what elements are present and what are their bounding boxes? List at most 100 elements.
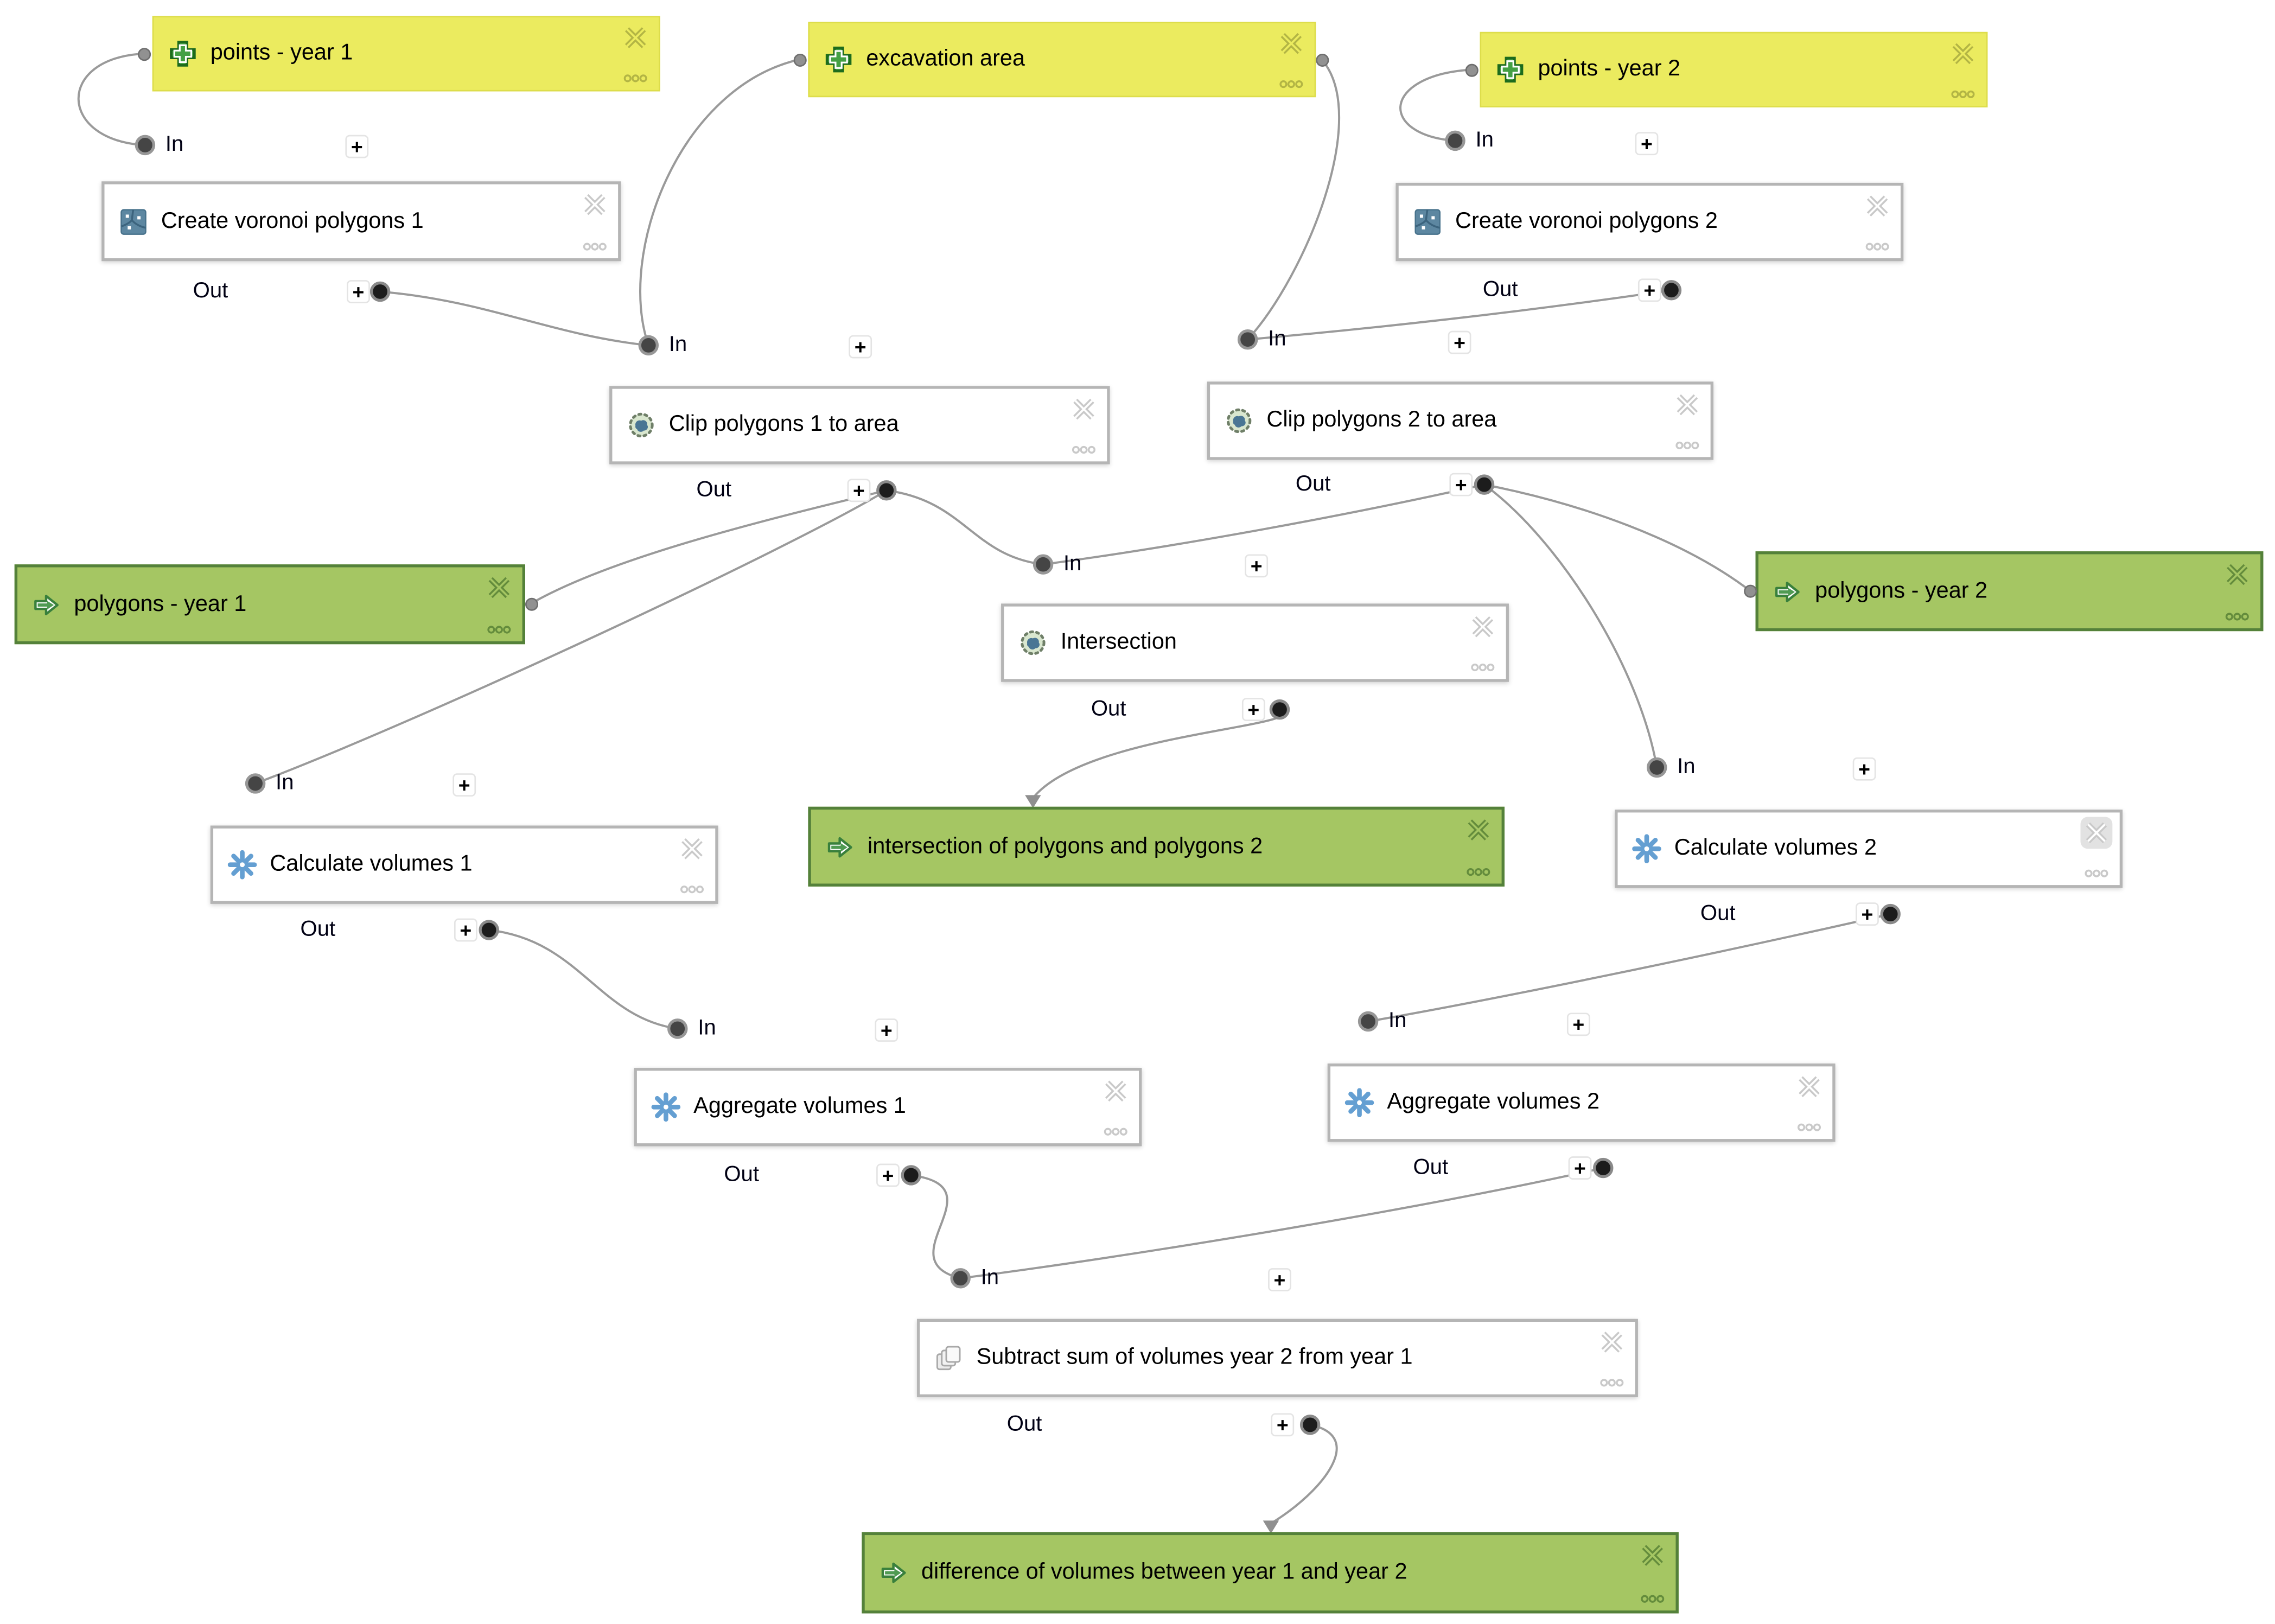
out-port-label: Out — [193, 278, 228, 303]
expand-plus-button[interactable]: + — [1271, 1413, 1295, 1437]
delete-node-icon[interactable] — [1796, 1074, 1822, 1100]
out-port-label: Out — [300, 916, 336, 942]
in-port-dot[interactable] — [1237, 329, 1258, 350]
out-port-dot[interactable] — [876, 480, 897, 501]
expand-plus-button[interactable]: + — [876, 1163, 900, 1187]
delete-node-icon[interactable] — [622, 24, 648, 50]
link-dots-icon — [622, 73, 648, 84]
out-port-label: Out — [696, 477, 732, 502]
in-port-label: In — [276, 770, 294, 795]
node-clip-polygons-2-to-area[interactable]: Clip polygons 2 to area — [1207, 381, 1713, 460]
node-edge-port[interactable] — [1743, 584, 1756, 597]
out-port-dot[interactable] — [369, 281, 391, 302]
expand-plus-button[interactable]: + — [453, 773, 476, 797]
node-edge-port[interactable] — [1464, 63, 1478, 77]
in-port-dot[interactable] — [667, 1018, 688, 1039]
expand-plus-button[interactable]: + — [1568, 1156, 1592, 1180]
out-port-dot[interactable] — [1661, 280, 1682, 301]
out-port-dot[interactable] — [1474, 474, 1495, 495]
expand-plus-button[interactable]: + — [454, 918, 477, 942]
delete-node-icon[interactable] — [1864, 193, 1890, 219]
in-port-label: In — [1268, 326, 1286, 352]
delete-node-icon[interactable] — [679, 836, 705, 862]
out-port-dot[interactable] — [1593, 1157, 1614, 1179]
in-port-dot[interactable] — [950, 1268, 971, 1289]
node-calculate-volumes-1[interactable]: Calculate volumes 1 — [210, 825, 718, 904]
node-aggregate-volumes-1[interactable]: Aggregate volumes 1 — [634, 1068, 1142, 1147]
delete-node-icon[interactable] — [1599, 1329, 1625, 1355]
delete-node-icon[interactable] — [582, 192, 608, 218]
node-excavation-area[interactable]: excavation area — [808, 22, 1316, 98]
delete-node-icon[interactable] — [1674, 392, 1700, 418]
node-difference-of-volumes[interactable]: difference of volumes between year 1 and… — [862, 1532, 1679, 1614]
node-points-year-2[interactable]: points - year 2 — [1480, 31, 1988, 107]
delete-node-icon[interactable] — [2224, 562, 2250, 588]
expand-plus-button[interactable]: + — [1245, 554, 1269, 578]
delete-node-icon[interactable] — [1470, 614, 1496, 640]
node-polygons-year-1[interactable]: polygons - year 1 — [14, 564, 525, 645]
node-calculate-volumes-2[interactable]: Calculate volumes 2 — [1615, 810, 2123, 888]
expand-plus-button[interactable]: + — [1449, 473, 1473, 496]
node-label: polygons - year 1 — [74, 591, 247, 616]
expand-plus-button[interactable]: + — [1637, 278, 1661, 302]
delete-node-icon[interactable] — [1070, 396, 1097, 422]
node-edge-port[interactable] — [524, 597, 538, 610]
in-port-dot[interactable] — [1646, 757, 1667, 778]
in-port-dot[interactable] — [135, 135, 156, 156]
expand-plus-button[interactable]: + — [345, 135, 369, 158]
node-aggregate-volumes-2[interactable]: Aggregate volumes 2 — [1327, 1063, 1836, 1142]
out-port-label: Out — [724, 1162, 760, 1187]
node-label: Aggregate volumes 2 — [1387, 1090, 1600, 1114]
node-label: Aggregate volumes 1 — [693, 1094, 906, 1119]
delete-node-icon[interactable] — [1278, 30, 1304, 56]
node-intersection[interactable]: Intersection — [1001, 603, 1509, 682]
delete-node-icon[interactable] — [1103, 1078, 1129, 1104]
link-dots-icon — [1796, 1122, 1822, 1133]
node-points-year-1[interactable]: points - year 1 — [152, 16, 660, 92]
in-port-dot[interactable] — [638, 335, 659, 356]
delete-node-icon[interactable] — [1465, 817, 1492, 843]
node-intersection-of-polygons-and-polygons-2[interactable]: intersection of polygons and polygons 2 — [808, 806, 1505, 887]
node-edge-port[interactable] — [137, 47, 150, 60]
expand-plus-button[interactable]: + — [1566, 1012, 1590, 1036]
delete-node-icon[interactable] — [486, 575, 512, 601]
clip-icon — [627, 411, 655, 440]
delete-node-icon[interactable] — [1640, 1542, 1666, 1568]
gear-icon — [1632, 834, 1661, 864]
expand-plus-button[interactable]: + — [1635, 132, 1659, 156]
node-edge-port[interactable] — [1315, 53, 1329, 66]
node-edge-port[interactable] — [793, 53, 806, 66]
delete-node-icon[interactable] — [1950, 41, 1976, 67]
node-polygons-year-2[interactable]: polygons - year 2 — [1755, 551, 2264, 632]
in-port-dot[interactable] — [1033, 554, 1054, 575]
out-port-label: Out — [1295, 472, 1331, 496]
expand-plus-button[interactable]: + — [875, 1018, 898, 1042]
link-dots-icon — [1950, 88, 1976, 100]
gear-icon — [651, 1092, 681, 1122]
expand-plus-button[interactable]: + — [1856, 902, 1879, 926]
expand-plus-button[interactable]: + — [1448, 330, 1471, 354]
node-clip-polygons-1-to-area[interactable]: Clip polygons 1 to area — [609, 386, 1110, 464]
out-port-dot[interactable] — [1299, 1415, 1321, 1435]
expand-plus-button[interactable]: + — [849, 335, 872, 359]
out-port-label: Out — [1091, 696, 1126, 721]
node-subtract-sum-of-volumes[interactable]: Subtract sum of volumes year 2 from year… — [916, 1319, 1638, 1398]
delete-node-icon[interactable] — [2083, 819, 2110, 846]
link-dots-icon — [1278, 78, 1304, 90]
out-port-dot[interactable] — [479, 920, 499, 940]
node-create-voronoi-polygons-1[interactable]: Create voronoi polygons 1 — [101, 181, 621, 262]
gear-icon — [227, 850, 257, 880]
out-port-dot[interactable] — [1880, 903, 1901, 925]
expand-plus-button[interactable]: + — [1852, 757, 1876, 781]
expand-plus-button[interactable]: + — [1268, 1268, 1291, 1291]
expand-plus-button[interactable]: + — [347, 280, 370, 303]
expand-plus-button[interactable]: + — [1241, 698, 1265, 721]
in-port-dot[interactable] — [1445, 130, 1465, 151]
in-port-dot[interactable] — [245, 773, 266, 794]
out-port-dot[interactable] — [1269, 699, 1290, 720]
expand-plus-button[interactable]: + — [847, 479, 871, 502]
node-create-voronoi-polygons-2[interactable]: Create voronoi polygons 2 — [1395, 182, 1904, 262]
out-port-dot[interactable] — [901, 1165, 921, 1186]
in-port-dot[interactable] — [1358, 1011, 1379, 1032]
